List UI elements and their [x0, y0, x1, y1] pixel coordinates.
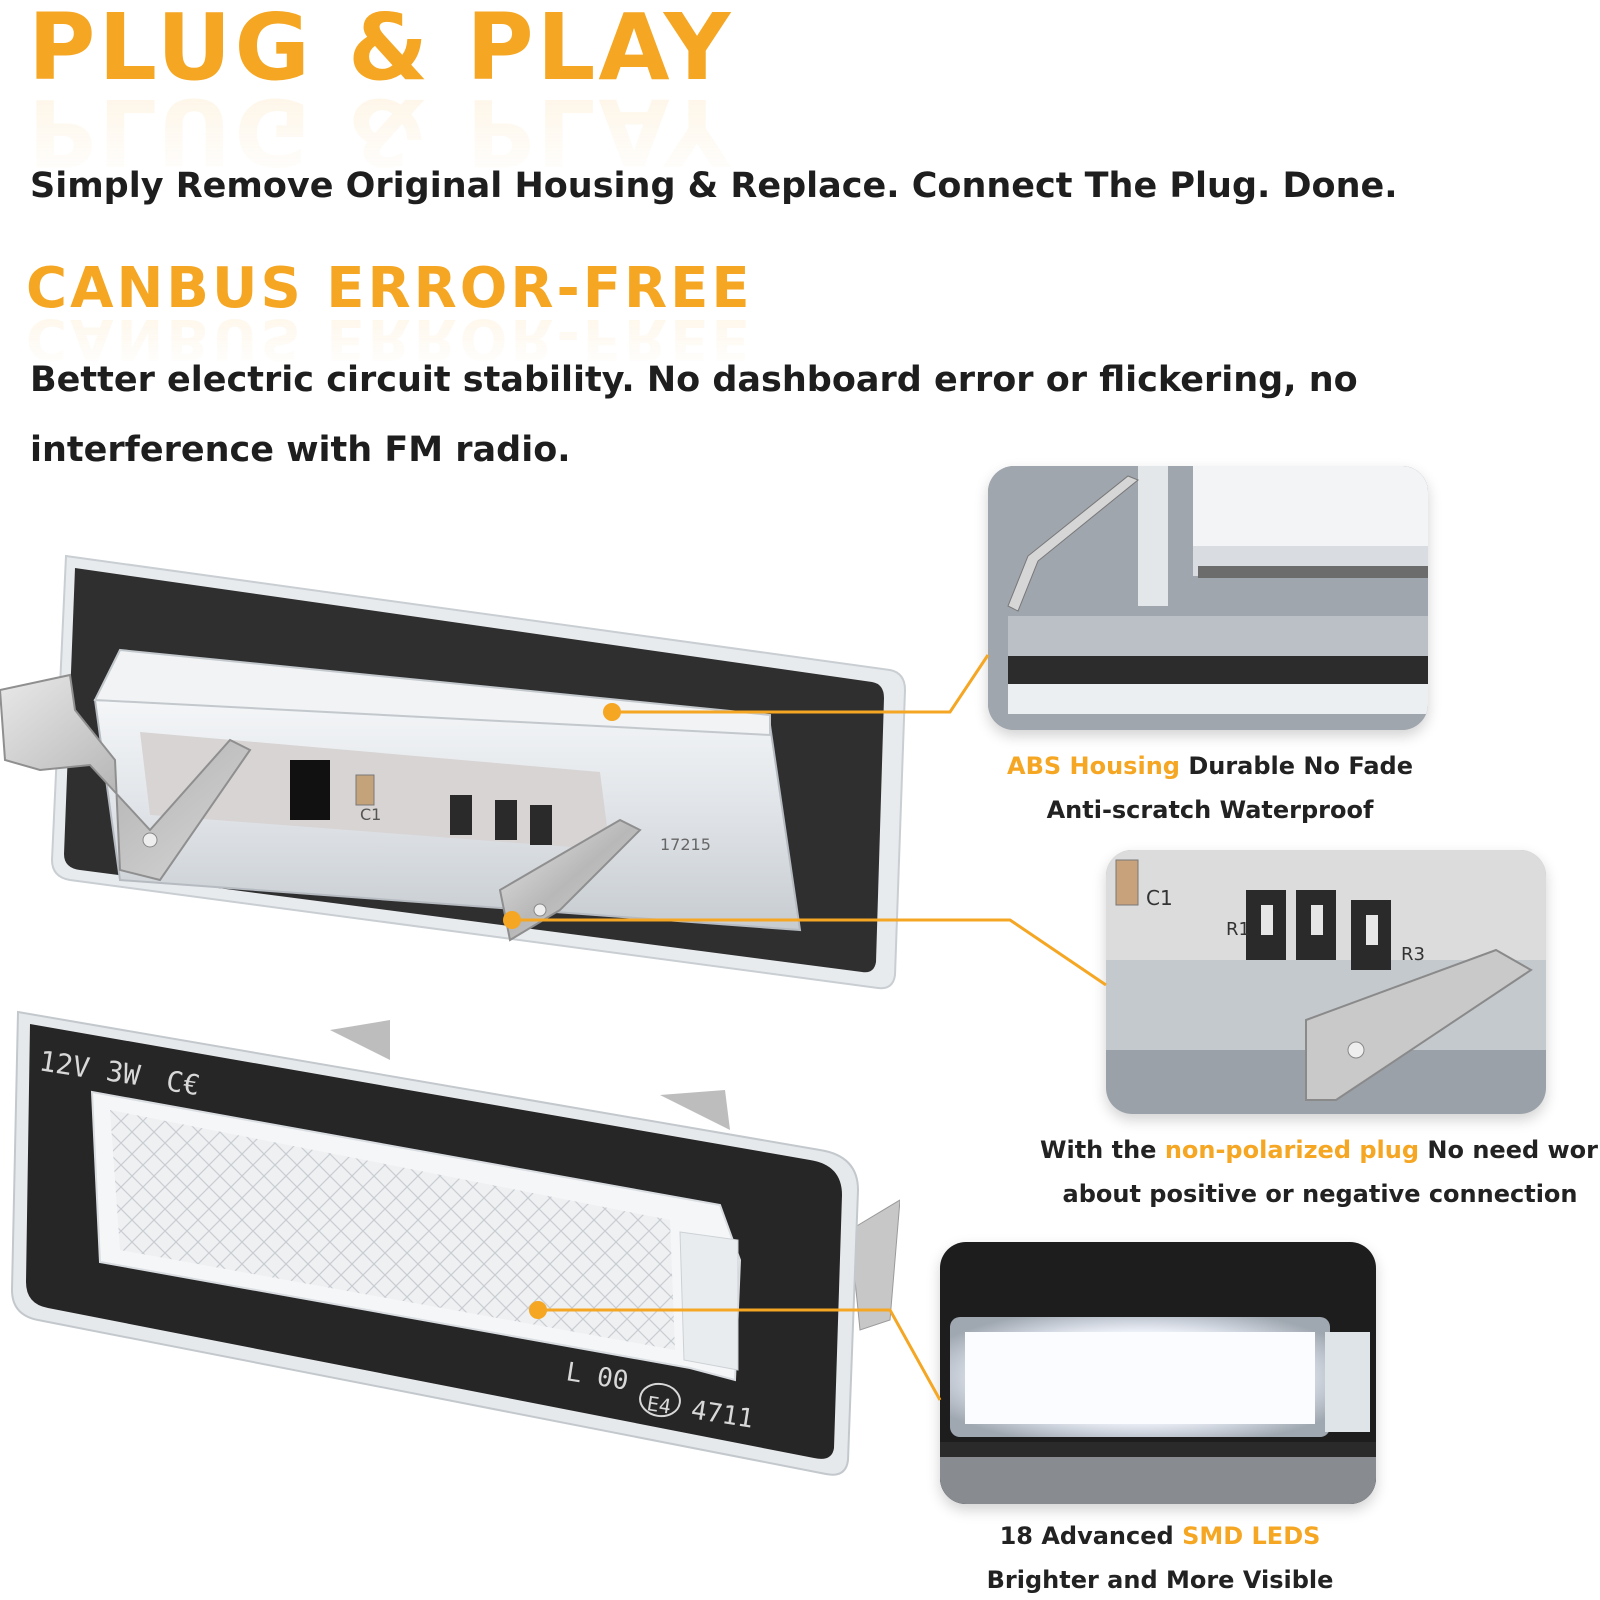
caption-smd-leds: 18 Advanced SMD LEDS Brighter and More V…: [980, 1522, 1340, 1594]
stamp-ce: C€: [164, 1064, 202, 1102]
stamp-approval: E4: [645, 1391, 673, 1418]
caption-plug-highlight: non-polarized plug: [1164, 1136, 1420, 1164]
caption-non-polarized-plug: With the non-polarized plug No need worr…: [1040, 1136, 1600, 1208]
caption-leds-line1: 18 Advanced SMD LEDS: [980, 1522, 1340, 1550]
caption-abs-housing: ABS Housing Durable No Fade Anti-scratch…: [1000, 752, 1420, 824]
inset-smd-leds: [940, 1242, 1376, 1504]
caption-abs-housing-rest: Durable No Fade: [1179, 752, 1413, 780]
caption-plug-line2: about positive or negative connection: [1062, 1180, 1578, 1208]
pcb-label-c1: C1: [1146, 886, 1173, 910]
headline-canbus: CANBUS ERROR-FREE: [26, 256, 753, 321]
headline-plug-and-play: PLUG & PLAY: [28, 0, 734, 101]
product-image-back-view: C1 17215: [0, 554, 907, 990]
svg-text:17215: 17215: [660, 835, 711, 854]
caption-leds-highlight: SMD LEDS: [1182, 1522, 1321, 1550]
product-image-front-view: 12V 3W C€ L 00 E4 4711: [10, 1010, 900, 1476]
subtitle-canbus-line1: Better electric circuit stability. No da…: [30, 360, 1358, 400]
caption-plug-line1: With the non-polarized plug No need worr…: [1040, 1136, 1600, 1164]
subtitle-plug-and-play: Simply Remove Original Housing & Replace…: [30, 166, 1398, 206]
svg-text:C1: C1: [360, 805, 381, 824]
caption-leds-line2: Brighter and More Visible: [986, 1566, 1334, 1594]
stamp-voltage: 12V: [37, 1044, 92, 1085]
subtitle-canbus-line2: interference with FM radio.: [30, 430, 571, 470]
caption-leds-pre: 18 Advanced: [999, 1522, 1183, 1550]
caption-abs-housing-highlight: ABS Housing: [1007, 752, 1180, 780]
inset-non-polarized-plug: C1 R1 R3: [1106, 850, 1546, 1114]
inset-abs-housing: [988, 466, 1428, 730]
caption-abs-housing-line1: ABS Housing Durable No Fade: [1000, 752, 1420, 780]
caption-plug-pre: With the: [1040, 1136, 1165, 1164]
pcb-label-r3: R3: [1401, 944, 1425, 965]
pcb-label-r1: R1: [1226, 919, 1250, 940]
stamp-power: 3W: [104, 1054, 143, 1092]
caption-abs-housing-line2: Anti-scratch Waterproof: [1046, 796, 1374, 824]
caption-plug-rest: No need worry: [1427, 1136, 1600, 1164]
